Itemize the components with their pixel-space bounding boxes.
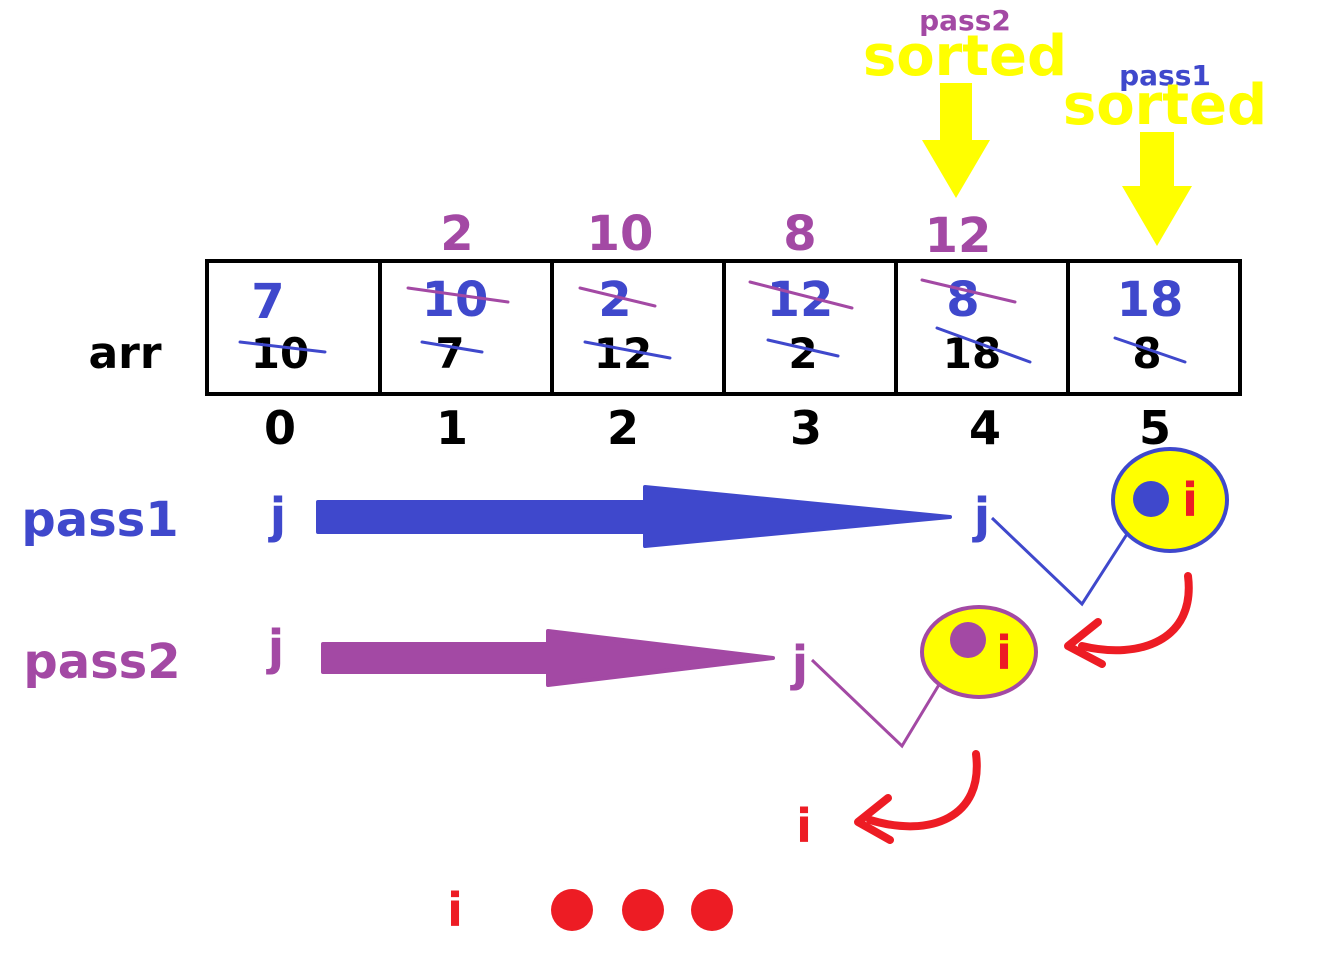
cell-5-pass1-value: 18 [1117, 272, 1184, 328]
continuation-dot-1 [551, 889, 593, 931]
pass2-to-next-arrowhead [854, 794, 894, 844]
pass2-scan-arrow [321, 629, 775, 687]
cell-1-original-value: 7 [435, 329, 464, 378]
cell-3-pass2-value: 8 [783, 206, 816, 262]
pass1-to-pass2-arrowhead [1064, 618, 1106, 668]
pass1-i-pointer: i [1182, 473, 1198, 527]
index-4: 4 [969, 401, 1001, 455]
pass2-sorted-arrow [922, 83, 990, 198]
pass1-sorted-arrow [1122, 132, 1192, 246]
cell-4-pass1-value: 8 [946, 272, 979, 328]
pass2-marker-dot [950, 622, 986, 658]
index-1: 1 [436, 401, 468, 455]
pass1-i-highlight [1111, 447, 1229, 553]
continuation-dot-3 [691, 889, 733, 931]
pass1-marker-dot [1133, 481, 1169, 517]
next-i-pointer: i [796, 799, 812, 853]
bottom-i-pointer: i [447, 883, 463, 937]
cell-2-pass2-value: 10 [587, 206, 654, 262]
pass1-sorted-caption: pass1 [1119, 59, 1211, 92]
pass1-j-start: j [268, 488, 286, 544]
pass2-sorted-caption: pass2 [919, 4, 1011, 37]
pass1-label: pass1 [21, 492, 178, 548]
cell-4-pass2-value: 12 [925, 208, 992, 264]
continuation-dot-2 [622, 889, 664, 931]
cell-1-pass1-value: 10 [422, 272, 489, 328]
cell-4-original-value: 18 [943, 329, 1001, 378]
pass2-j-start: j [266, 620, 284, 676]
pass2-i-pointer: i [996, 626, 1012, 680]
pass2-label: pass2 [23, 634, 180, 690]
pass1-scan-arrow [316, 485, 952, 548]
cell-0-pass1-value: 7 [251, 274, 284, 330]
pass1-swap-connector [990, 502, 1149, 607]
index-5: 5 [1139, 401, 1171, 455]
pass2-to-next-arrow [866, 750, 981, 831]
index-3: 3 [790, 401, 822, 455]
pass1-to-pass2-arrow [1078, 572, 1193, 655]
pass2-sorted-label: sorted [863, 24, 1067, 89]
index-2: 2 [607, 401, 639, 455]
cell-0-original-value: 10 [251, 329, 309, 378]
cell-1-pass2-value: 2 [440, 206, 473, 262]
original-strikes [238, 326, 1187, 364]
pass2-j-end: j [790, 636, 808, 692]
array-box [205, 259, 1242, 396]
pass1-strikes [406, 278, 1017, 310]
pass1-sorted-label: sorted [1063, 73, 1267, 138]
array-label: arr [88, 328, 161, 379]
cell-3-original-value: 2 [788, 329, 817, 378]
pass1-j-end: j [972, 488, 990, 544]
index-0: 0 [264, 401, 296, 455]
